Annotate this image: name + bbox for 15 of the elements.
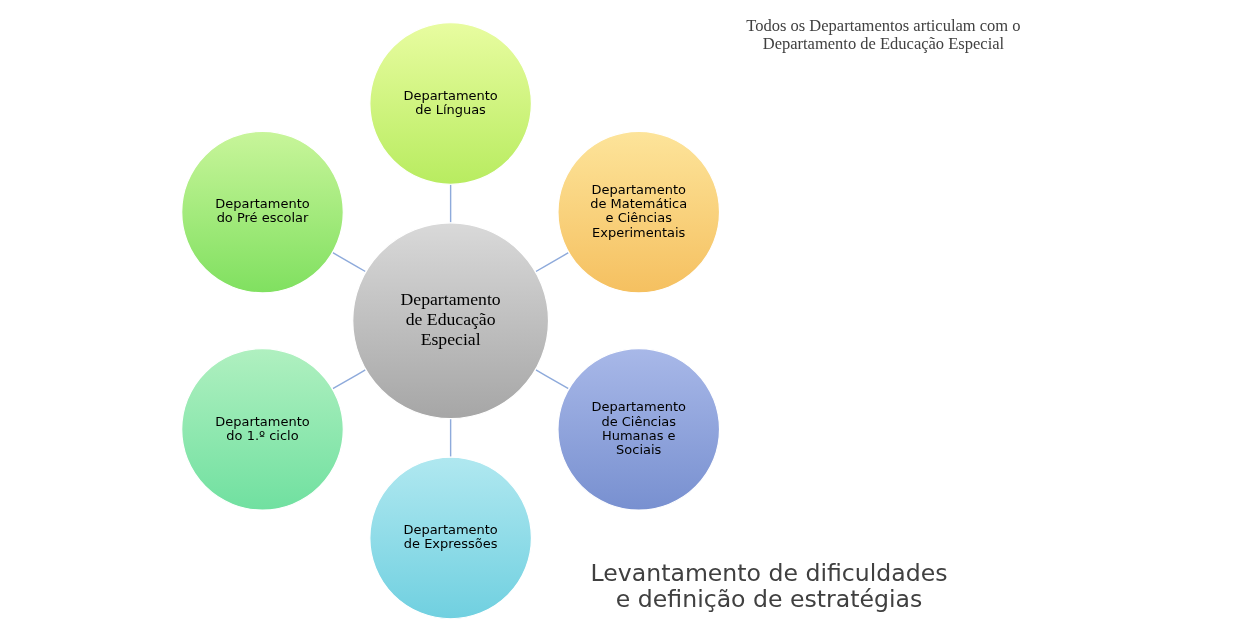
connector bbox=[449, 418, 451, 458]
node-circle: Departamento de Matemática e Ciências Experimentais bbox=[556, 130, 720, 294]
node-circle: Departamento de Línguas bbox=[368, 22, 532, 185]
connector bbox=[331, 252, 366, 273]
node-circle: Departamento de Ciências Humanas e Sociais bbox=[556, 347, 720, 511]
connector bbox=[331, 369, 366, 390]
connector bbox=[534, 369, 569, 390]
label: Levantamento de dificuldades e definição de estratégias bbox=[590, 559, 947, 614]
node-circle: Departamento do Pré escolar bbox=[180, 130, 344, 294]
node-circle: Departamento de Expressões bbox=[368, 456, 532, 620]
node-circle: Departamento de Educação Especial bbox=[351, 222, 549, 420]
node-circle: Departamento do 1.º ciclo bbox=[180, 347, 344, 511]
connector bbox=[534, 252, 569, 273]
connector bbox=[449, 183, 451, 224]
label: Todos os Departamentos articulam com o Departamento de Educação Especial bbox=[745, 15, 1021, 53]
